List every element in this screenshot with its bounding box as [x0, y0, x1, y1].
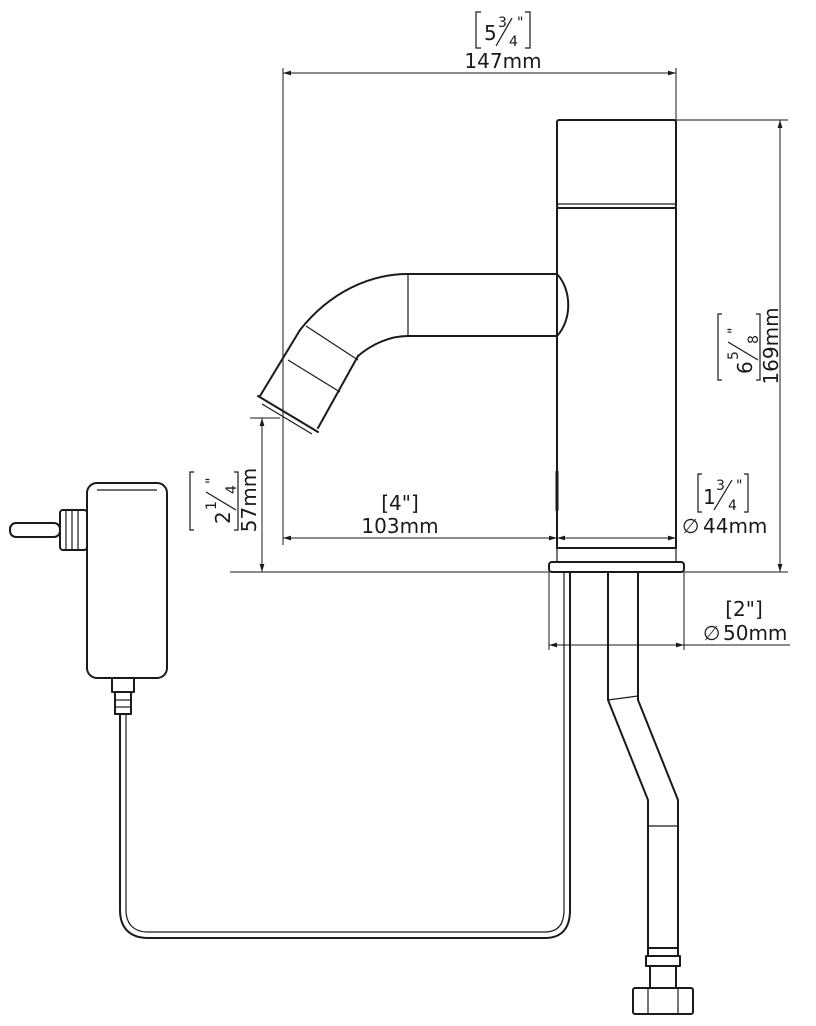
sensor-head	[556, 119, 677, 209]
base-diameter-label: [2"] ∅ 50mm	[703, 597, 787, 645]
height-metric: 169mm	[759, 307, 783, 384]
width-numerator: 3	[498, 15, 507, 31]
spout-height-label: 2 1 4 " 57mm	[189, 468, 261, 532]
body-diameter-label: 1 3 4 " ∅ 44mm	[682, 473, 767, 538]
body-diameter-whole: 1	[703, 485, 716, 509]
body-diameter-metric: 44mm	[703, 514, 767, 538]
height-inch-mark: "	[726, 328, 742, 334]
spout-height-inch-mark: "	[204, 478, 220, 484]
width-total-label: 5 3 4 " 147mm	[464, 11, 542, 73]
base-diameter-symbol: ∅	[703, 621, 720, 645]
base-diameter-imperial: [2"]	[725, 597, 763, 621]
spout-height-metric: 57mm	[237, 468, 261, 532]
spout-height-numerator: 1	[204, 501, 220, 510]
width-metric: 147mm	[464, 49, 541, 73]
base-diameter-metric: 50mm	[723, 621, 787, 645]
body-diameter-denominator: 4	[728, 498, 737, 514]
power-cable	[119, 571, 571, 939]
body-column	[556, 207, 677, 549]
spout-height-whole: 2	[211, 511, 235, 524]
spout-reach-metric: 103mm	[361, 514, 438, 538]
hose-nut	[632, 987, 694, 1015]
width-whole: 5	[484, 21, 497, 45]
base-plate	[548, 561, 685, 573]
dimension-lines	[230, 68, 790, 650]
height-denominator: 8	[746, 335, 762, 344]
faucet-body	[548, 119, 685, 573]
adapter-housing	[86, 482, 168, 679]
body-diameter-numerator: 3	[716, 478, 725, 494]
spout-reach-imperial: [4"]	[381, 491, 419, 515]
width-denominator: 4	[509, 34, 518, 50]
spout-height-denominator: 4	[224, 485, 240, 494]
body-diameter-inch-mark: "	[736, 478, 742, 494]
plug-pin	[9, 522, 61, 538]
height-whole: 6	[733, 361, 757, 374]
body-diameter-symbol: ∅	[682, 514, 699, 538]
height-total-label: 6 5 8 " 169mm	[717, 307, 783, 385]
plug-collar	[59, 509, 88, 551]
height-numerator: 5	[726, 351, 742, 360]
spout-outlet	[257, 395, 319, 433]
width-inch-mark: "	[517, 15, 523, 31]
spout-reach-label: [4"] 103mm	[361, 491, 438, 538]
spout	[257, 273, 570, 435]
supply-hose	[607, 571, 694, 1015]
power-adapter	[9, 482, 571, 939]
